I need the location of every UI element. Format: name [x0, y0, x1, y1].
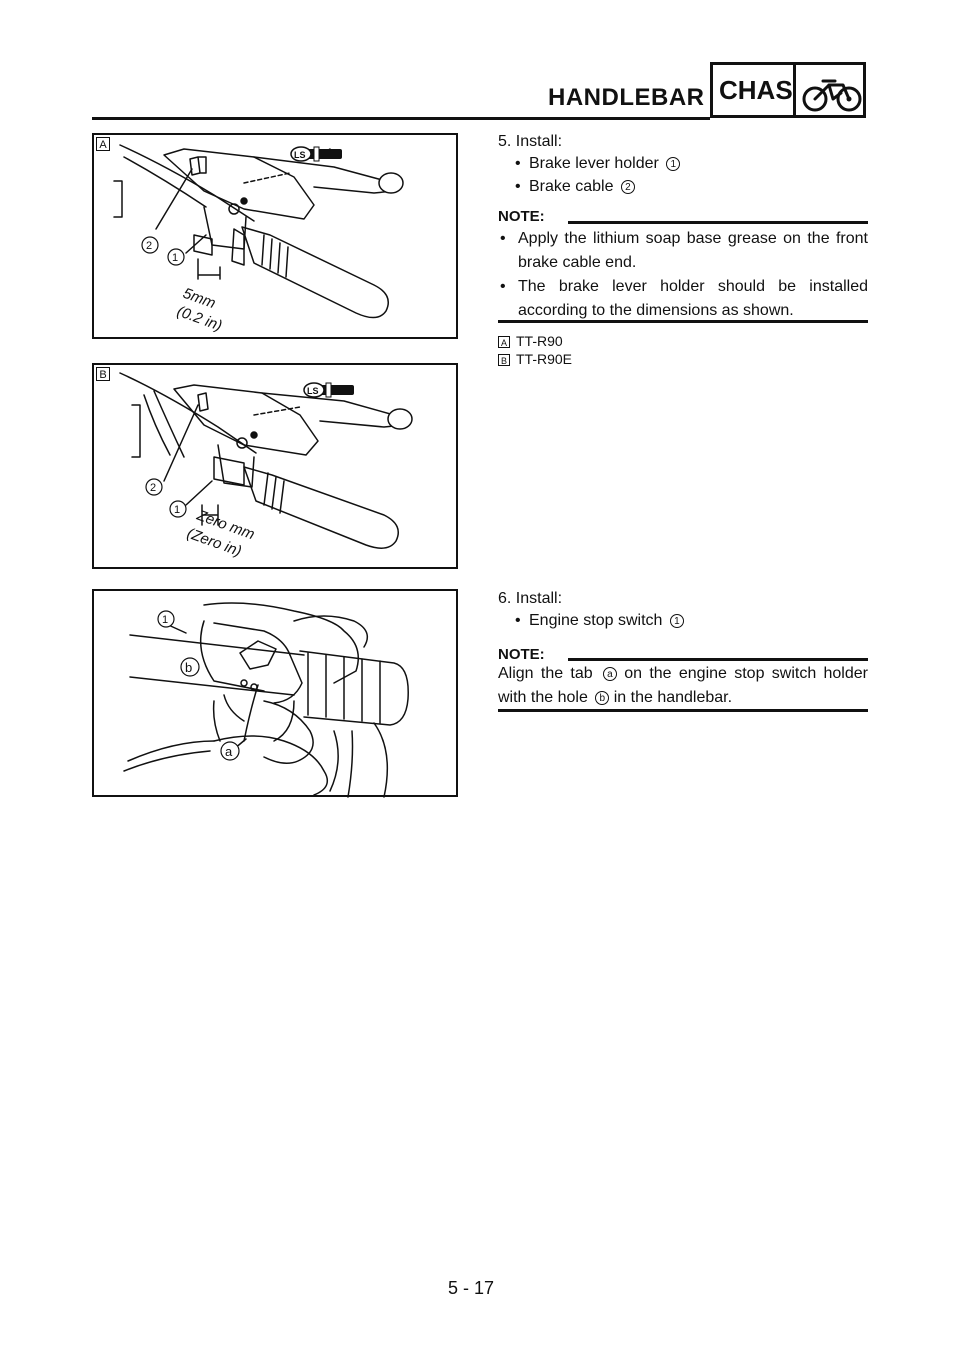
callout-2: 2 — [150, 482, 156, 494]
section-label: CHAS — [719, 75, 793, 105]
note-rule — [498, 320, 868, 323]
bullet-dot: • — [515, 612, 521, 629]
model-legend-item: A TT-R90 — [498, 333, 563, 349]
item-ref: 2 — [620, 179, 635, 194]
bullet-dot: • — [500, 230, 506, 247]
item-text: Engine stop switch — [529, 612, 663, 629]
note-item: • Apply the lithium soap base grease on t… — [500, 227, 868, 275]
callout-a: a — [225, 744, 233, 759]
note-text: Align the tab — [498, 665, 593, 682]
page-number: 5 - 17 — [448, 1278, 495, 1298]
note-text: in the handlebar. — [613, 689, 733, 706]
step-5-item: • Brake lever holder 1 — [515, 153, 681, 175]
bullet-dot: • — [515, 178, 521, 195]
model-legend-item: B TT-R90E — [498, 351, 572, 367]
bullet-dot: • — [500, 278, 506, 295]
callout-1: 1 — [162, 614, 168, 626]
header-rule — [92, 117, 710, 120]
item-text: Brake cable — [529, 178, 614, 195]
figure-tag: A — [96, 137, 110, 151]
note-label: NOTE: — [498, 208, 545, 225]
engine-stop-switch-illustration: 1 b a — [123, 602, 409, 798]
note-paragraph: Align the tab a on the engine stop switc… — [498, 662, 868, 710]
step-6-item: • Engine stop switch 1 — [515, 610, 684, 632]
note-rule — [568, 658, 868, 661]
callout-1: 1 — [172, 252, 178, 264]
step-5-item: • Brake cable 2 — [515, 176, 635, 198]
item-ref: 1 — [669, 613, 684, 628]
model-name: TT-R90E — [516, 351, 573, 367]
model-tag: B — [498, 354, 510, 367]
note-rule — [498, 709, 868, 712]
callout-b: b — [185, 660, 192, 675]
note-list: • Apply the lithium soap base grease on t… — [500, 227, 868, 323]
model-name: TT-R90 — [516, 333, 563, 349]
ls-label: LS — [307, 386, 319, 396]
figure-tag: B — [96, 367, 110, 381]
section-divider — [793, 65, 796, 115]
step-6-heading: 6. Install: — [498, 590, 563, 607]
figure-brake-lever-ttr90e: B LS 2 1 Zero mm (Zero — [92, 363, 458, 569]
note-rule — [568, 221, 868, 224]
callout-2: 2 — [146, 240, 152, 252]
brake-lever-illustration: LS 2 1 Zero mm (Zero in) — [119, 372, 413, 560]
model-tag: A — [498, 336, 510, 349]
item-text: Brake lever holder — [529, 155, 659, 172]
section-badge: CHAS — [710, 62, 866, 118]
item-ref: 1 — [666, 156, 681, 171]
motorcycle-icon — [802, 79, 862, 112]
step-5-heading: 5. Install: — [498, 133, 563, 150]
ls-label: LS — [294, 150, 306, 160]
page-title: HANDLEBAR — [548, 84, 705, 111]
note-text: The brake lever holder should be install… — [518, 278, 868, 319]
callout-1: 1 — [174, 504, 180, 516]
callout-ref-a: a — [602, 666, 617, 681]
figure-brake-lever-ttr90: A LS 2 1 5mm — [92, 133, 458, 339]
note-label: NOTE: — [498, 646, 545, 663]
figure-engine-stop-switch: 1 b a — [92, 589, 458, 798]
note-text: on the engine stop switch holder with th… — [498, 665, 868, 706]
callout-ref-b: b — [595, 690, 610, 705]
note-item: • The brake lever holder should be instal… — [500, 275, 868, 323]
brake-lever-illustration: LS 2 1 5mm (0.2 in) — [113, 144, 404, 335]
note-text: Apply the lithium soap base grease on th… — [518, 230, 868, 271]
bullet-dot: • — [515, 155, 521, 172]
